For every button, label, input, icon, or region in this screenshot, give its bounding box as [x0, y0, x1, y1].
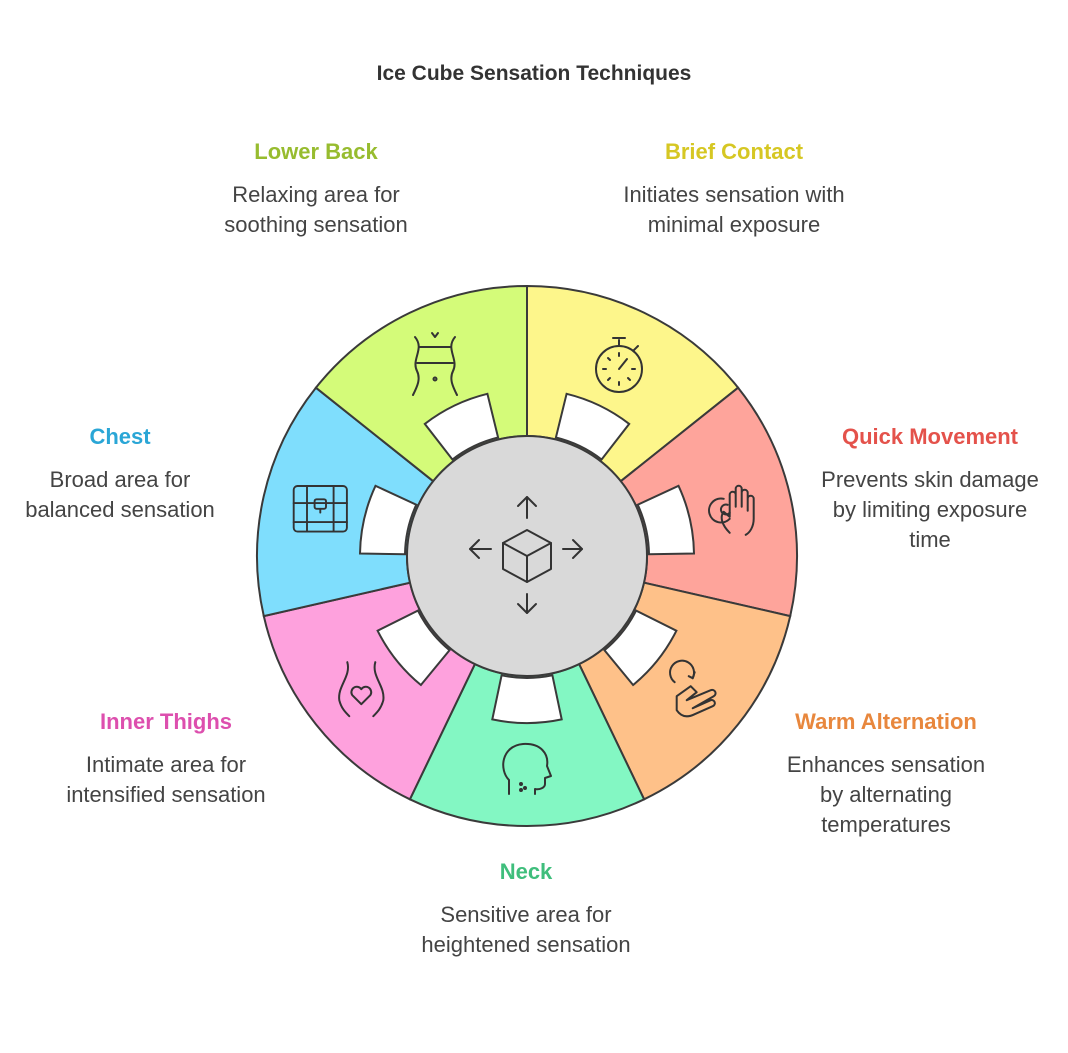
- segment-slot: [554, 392, 631, 461]
- head-profile-icon: [502, 742, 552, 795]
- segment-description: Sensitive area for heightened sensation: [421, 902, 631, 957]
- thighs-heart-icon: [338, 661, 385, 718]
- segment-slot: [491, 674, 563, 724]
- diagram-title: Ice Cube Sensation Techniques: [376, 62, 692, 85]
- ice-cube-move-icon: [469, 496, 583, 614]
- segment-description: Broad area for balanced sensation: [25, 467, 215, 522]
- chest-icon: [292, 485, 348, 533]
- segment-heading: Warm Alternation: [795, 709, 977, 734]
- segment-description: Intimate area for intensified sensation: [66, 752, 266, 807]
- stopwatch-icon: [595, 337, 643, 393]
- segment-slot: [376, 609, 451, 687]
- segment-description: Prevents skin damage by limiting exposur…: [821, 467, 1039, 552]
- segment-heading: Brief Contact: [664, 139, 804, 164]
- segment-heading: Lower Back: [254, 139, 378, 164]
- segment-slot: [358, 484, 418, 556]
- segment-description: Relaxing area for soothing sensation: [224, 182, 408, 237]
- waist-icon: [412, 332, 458, 396]
- segment-description: Enhances sensation by alternating temper…: [786, 752, 986, 837]
- segment-slot: [603, 609, 678, 687]
- hand-rotate-icon: [669, 659, 717, 718]
- segment-heading: Inner Thighs: [100, 709, 232, 734]
- segment-heading: Chest: [89, 424, 151, 449]
- hand-gesture-icon: [708, 484, 755, 536]
- segment-description: Initiates sensation with minimal exposur…: [623, 182, 845, 237]
- segment-slot: [423, 392, 500, 461]
- segment-slot: [636, 484, 696, 556]
- segment-heading: Quick Movement: [841, 424, 1019, 449]
- segment-heading: Neck: [499, 859, 553, 884]
